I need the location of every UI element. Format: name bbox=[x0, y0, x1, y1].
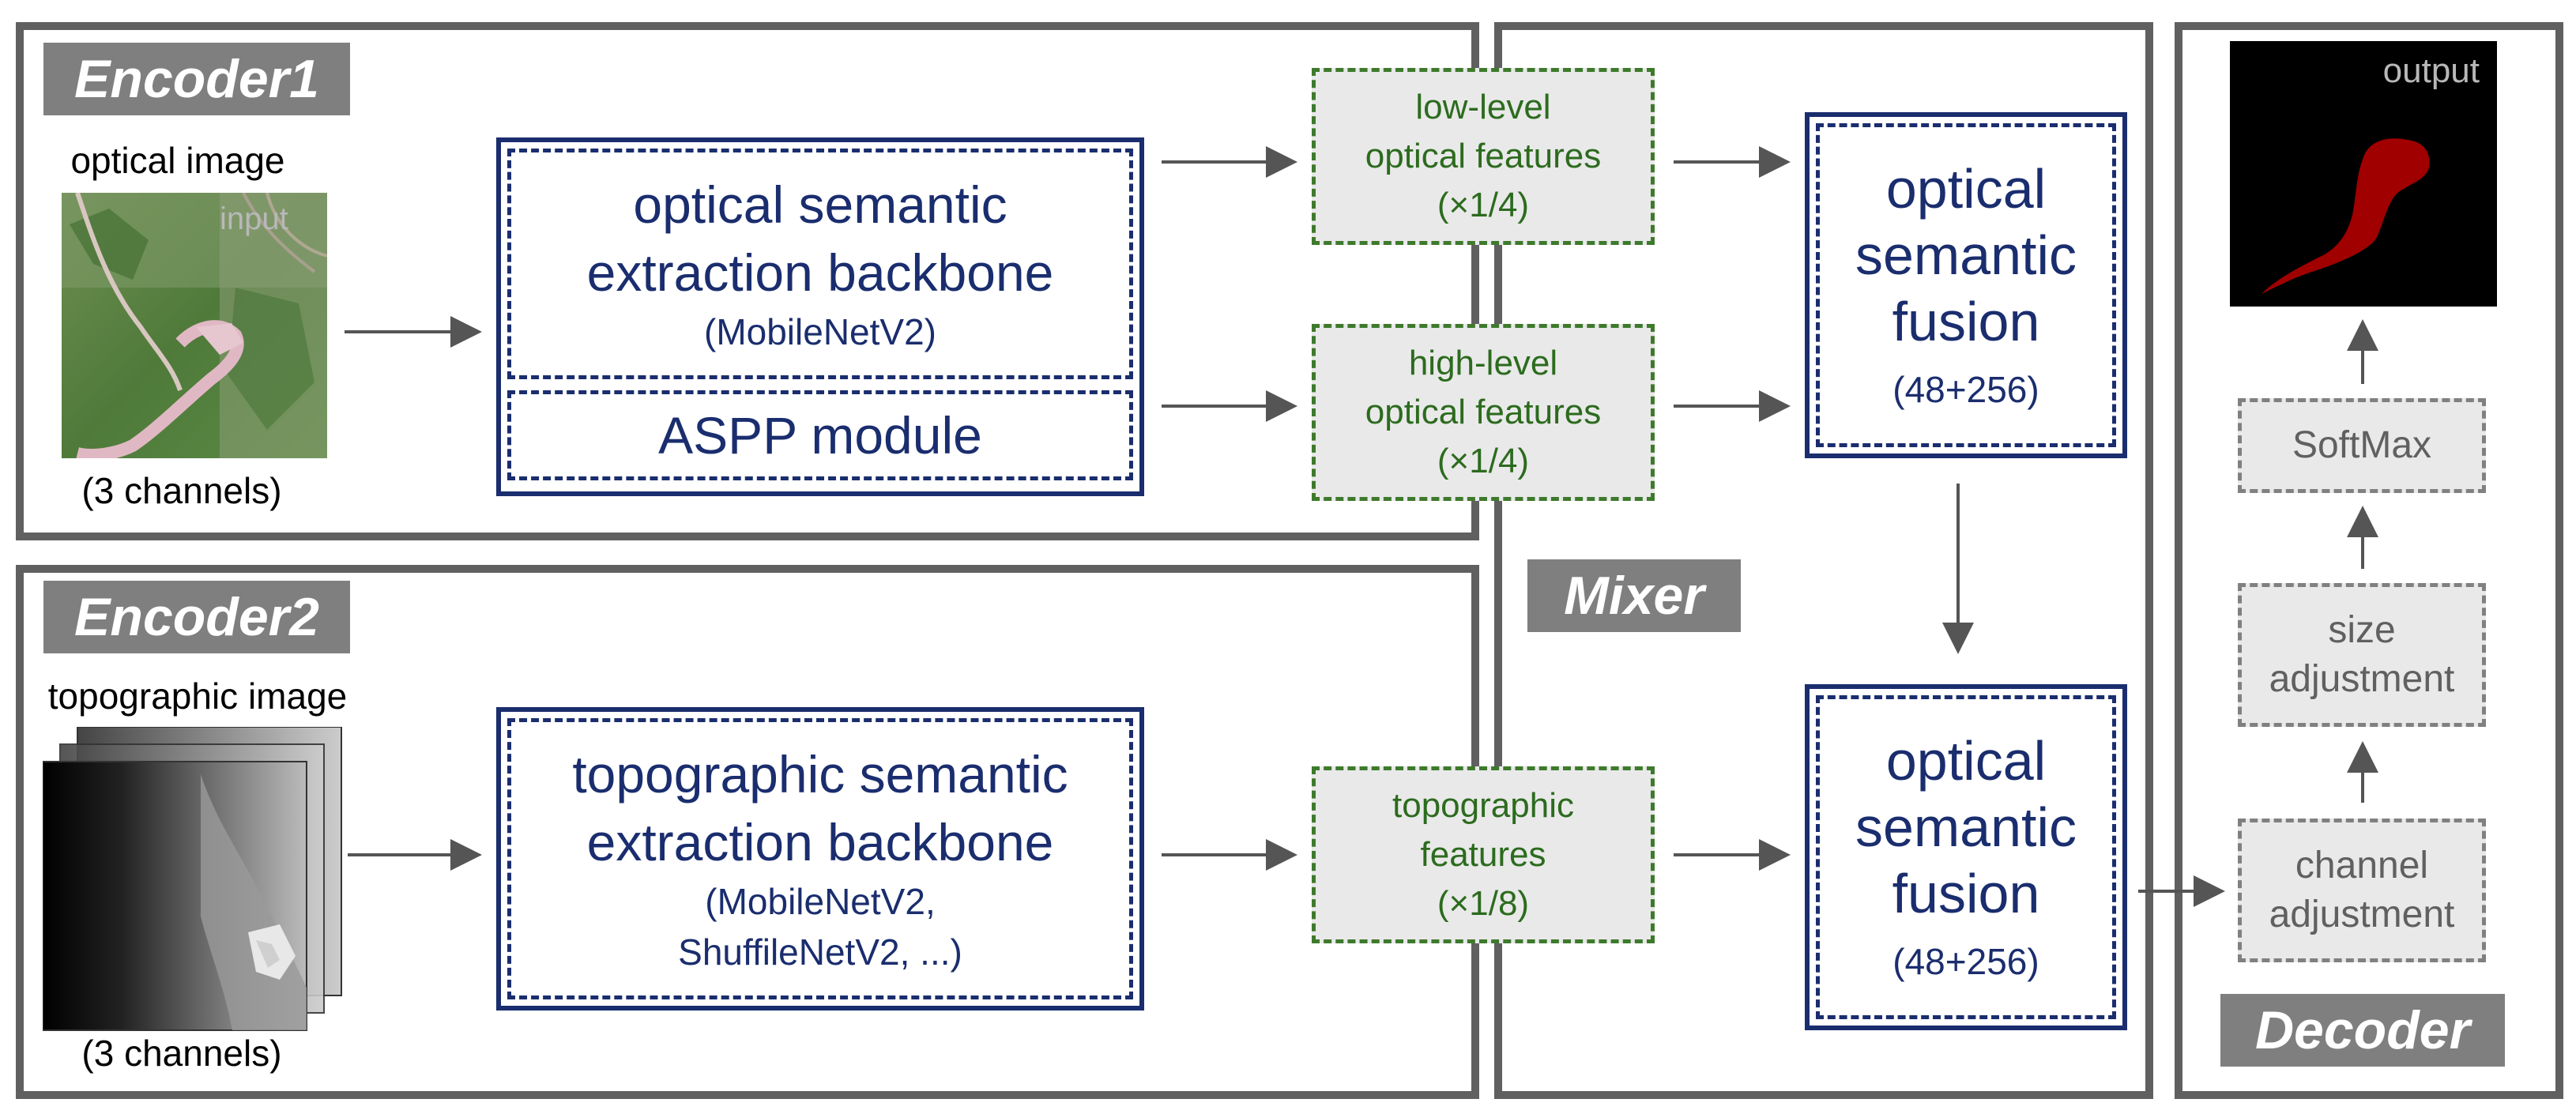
topo-features-line1: topographic bbox=[1392, 786, 1574, 825]
optical-backbone-line1: optical semantic bbox=[633, 175, 1007, 234]
fusion1-line1: optical bbox=[1885, 158, 2047, 220]
mixer-tag: Mixer bbox=[1527, 559, 1741, 632]
output-label: output bbox=[2383, 51, 2480, 90]
optical-image-watermark: input bbox=[220, 201, 288, 236]
high-features-line1: high-level bbox=[1408, 344, 1558, 382]
topo-features-line3: (×1/8) bbox=[1437, 884, 1530, 923]
low-features-line3: (×1/4) bbox=[1437, 186, 1530, 224]
optical-image: input bbox=[62, 193, 327, 458]
size-adj-line1: size bbox=[2328, 609, 2396, 651]
optical-image-caption: optical image bbox=[70, 140, 285, 181]
encoder2-tag: Encoder2 bbox=[43, 581, 350, 653]
optical-backbone-box: optical semantic extraction backbone (Mo… bbox=[496, 137, 1144, 496]
topographic-image-stack bbox=[43, 727, 343, 1035]
low-features-line2: optical features bbox=[1365, 137, 1602, 175]
optical-backbone: optical semantic extraction backbone (Mo… bbox=[507, 149, 1133, 379]
optical-backbone-sub: (MobileNetV2) bbox=[704, 311, 936, 352]
topographic-backbone-line1: topographic semantic bbox=[572, 745, 1068, 804]
channel-adj-line1: channel bbox=[2295, 845, 2429, 886]
aspp-module: ASPP module bbox=[507, 390, 1133, 480]
topographic-features-box: topographic features (×1/8) bbox=[1312, 766, 1655, 943]
high-features-line3: (×1/4) bbox=[1437, 442, 1530, 480]
optical-channels: (3 channels) bbox=[81, 470, 282, 511]
high-features-line2: optical features bbox=[1365, 393, 1602, 431]
topographic-channels: (3 channels) bbox=[81, 1033, 282, 1074]
topographic-backbone-sub2: ShuffileNetV2, ...) bbox=[678, 931, 962, 973]
fusion-1: optical semantic fusion (48+256) bbox=[1816, 123, 2116, 447]
softmax-label: SoftMax bbox=[2292, 424, 2432, 466]
output-image: output bbox=[2230, 41, 2497, 307]
encoder1-tag: Encoder1 bbox=[43, 43, 350, 115]
topographic-backbone-sub1: (MobileNetV2, bbox=[705, 881, 936, 922]
topographic-backbone-box: topographic semantic extraction backbone… bbox=[496, 707, 1144, 1011]
low-features-line1: low-level bbox=[1415, 88, 1551, 126]
size-adjustment-box: size adjustment bbox=[2238, 583, 2486, 727]
high-level-features-box: high-level optical features (×1/4) bbox=[1312, 324, 1655, 501]
topographic-image-caption: topographic image bbox=[47, 676, 348, 717]
fusion1-line2: semantic bbox=[1855, 224, 2077, 286]
topographic-backbone: topographic semantic extraction backbone… bbox=[507, 718, 1133, 999]
topo-features-line2: features bbox=[1420, 835, 1546, 874]
channel-adjustment-box: channel adjustment bbox=[2238, 819, 2486, 962]
fusion2-sub: (48+256) bbox=[1892, 941, 2039, 982]
fusion2-line2: semantic bbox=[1855, 796, 2077, 858]
softmax-box: SoftMax bbox=[2238, 398, 2486, 493]
fusion2-line3: fusion bbox=[1892, 863, 2040, 924]
aspp-label: ASPP module bbox=[658, 406, 982, 465]
decoder-tag: Decoder bbox=[2220, 994, 2505, 1067]
fusion2-line1: optical bbox=[1885, 730, 2047, 792]
optical-backbone-line2: extraction backbone bbox=[586, 243, 1054, 302]
fusion1-sub: (48+256) bbox=[1892, 369, 2039, 410]
fusion1-line3: fusion bbox=[1892, 291, 2040, 352]
channel-adj-line2: adjustment bbox=[2269, 894, 2455, 935]
topographic-backbone-line2: extraction backbone bbox=[586, 813, 1054, 871]
fusion-box-1: optical semantic fusion (48+256) bbox=[1805, 112, 2127, 458]
fusion-box-2: optical semantic fusion (48+256) bbox=[1805, 684, 2127, 1030]
low-level-features-box: low-level optical features (×1/4) bbox=[1312, 68, 1655, 245]
size-adj-line2: adjustment bbox=[2269, 658, 2455, 700]
fusion-2: optical semantic fusion (48+256) bbox=[1816, 695, 2116, 1019]
